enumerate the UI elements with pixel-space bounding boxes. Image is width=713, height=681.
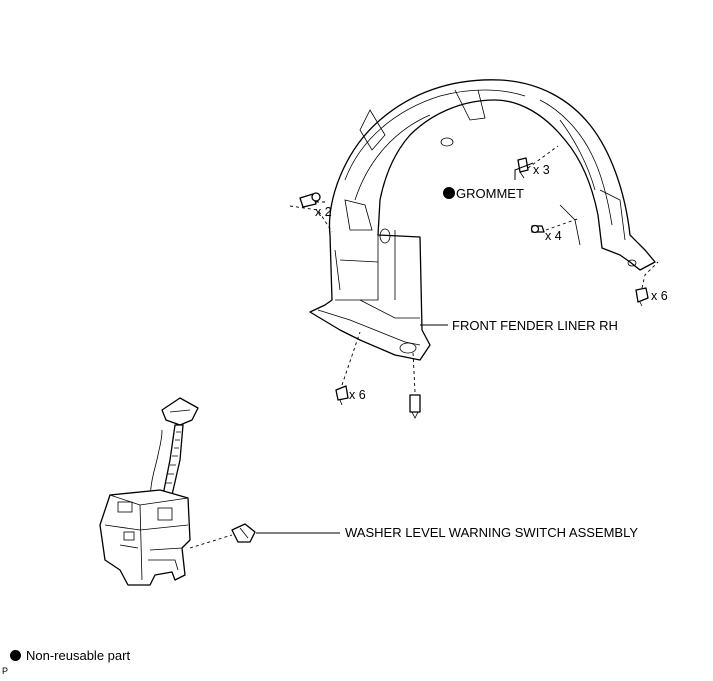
reference-mark: P bbox=[2, 666, 9, 676]
washer-switch-label: WASHER LEVEL WARNING SWITCH ASSEMBLY bbox=[345, 525, 638, 540]
washer-switch-icon bbox=[231, 523, 256, 543]
legend-text: Non-reusable part bbox=[26, 648, 131, 663]
qty-clip-right: x 6 bbox=[651, 289, 668, 303]
qty-screw-right: x 4 bbox=[545, 229, 562, 243]
front-fender-liner-label: FRONT FENDER LINER RH bbox=[452, 318, 618, 333]
clip-right-icon bbox=[635, 287, 649, 307]
clip-bottom-left-icon bbox=[335, 385, 349, 406]
grommet-label: GROMMET bbox=[456, 186, 524, 201]
screw-top-left-icon bbox=[299, 192, 321, 208]
non-reusable-marker-icon bbox=[443, 187, 455, 199]
clip-top-icon bbox=[517, 157, 529, 179]
qty-clip-bottom-left: x 6 bbox=[349, 388, 366, 402]
non-reusable-dot-icon bbox=[10, 650, 21, 661]
qty-screw-top-left: x 2 bbox=[315, 205, 332, 219]
screw-right-icon bbox=[530, 224, 545, 234]
washer-tank-drawing bbox=[99, 397, 199, 586]
qty-clip-top: x 3 bbox=[533, 163, 550, 177]
legend: Non-reusable part bbox=[10, 648, 130, 663]
front-fender-liner-drawing bbox=[309, 79, 656, 361]
clip-bottom-center-icon bbox=[409, 394, 421, 419]
